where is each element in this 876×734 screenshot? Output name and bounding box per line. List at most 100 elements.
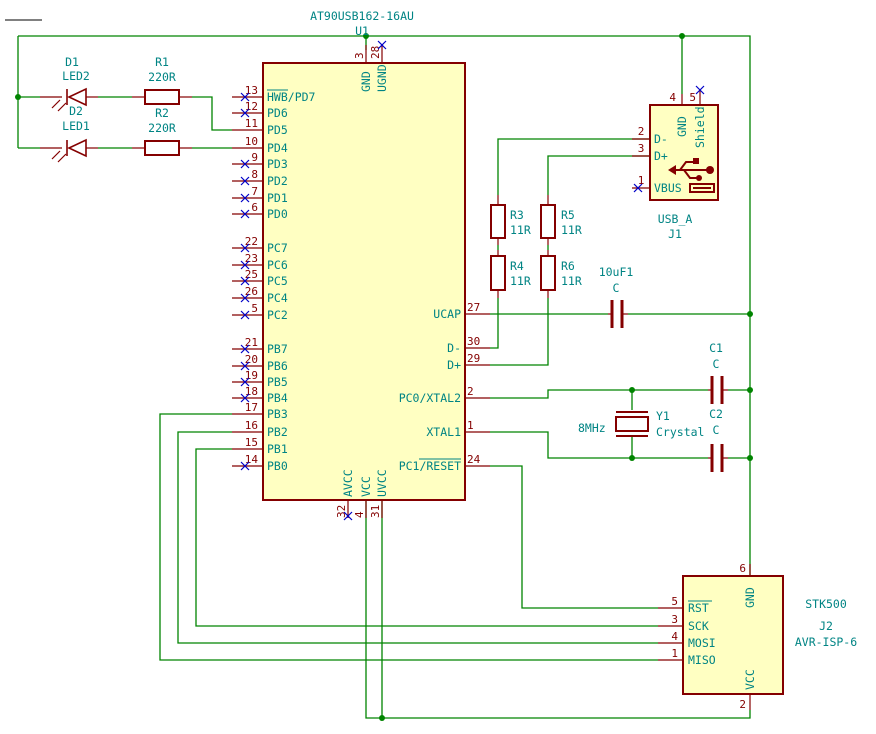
u1-pin-number: 4: [353, 511, 366, 518]
wire-r4-dminus: [490, 298, 499, 349]
u1-pin-name: PB6: [267, 359, 288, 373]
noconnect-icon: [240, 361, 250, 371]
wire-r1-pd5: [192, 96, 232, 131]
wire-usb-dminus: [497, 138, 658, 195]
r4-ref: R4: [510, 259, 524, 273]
capacitor-c2[interactable]: C2 C: [708, 407, 728, 472]
j1-pin-name: Shield: [693, 106, 707, 148]
j2-body: [682, 575, 784, 695]
u1-pin-number: 5: [251, 302, 258, 315]
j2-pin-number: 4: [671, 630, 678, 643]
c2-ref: C2: [709, 407, 723, 421]
d2-ref: D2: [69, 104, 83, 118]
noconnect-icon: [343, 511, 353, 521]
r2-value: 220R: [148, 121, 176, 135]
u1-pin-name: PB0: [267, 459, 288, 473]
wire-xtal1: [490, 431, 708, 459]
crystal-y1[interactable]: 8MHz Y1 Crystal: [578, 409, 704, 439]
capacitor-10uf1[interactable]: 10uF1 C: [599, 265, 634, 328]
u1-pin-name: UVCC: [375, 469, 389, 497]
j1-pin-num: 5: [689, 91, 696, 104]
r6-ref: R6: [561, 259, 575, 273]
j1-pin-name: D+: [654, 149, 668, 163]
u1-pin-name: PD3: [267, 157, 288, 171]
capacitor-c1[interactable]: C1 C: [708, 341, 728, 404]
j2-label: STK500: [805, 597, 847, 611]
d1-emission-icon: [51, 99, 61, 109]
d2-triangle: [67, 138, 87, 158]
wire-gnd-bus: [18, 35, 751, 580]
r1-ref: R1: [155, 55, 169, 69]
noconnect-icon: [240, 276, 250, 286]
j2-value: AVR-ISP-6: [795, 635, 857, 649]
u1-pin-name: PD5: [267, 123, 288, 137]
noconnect-icon: [240, 377, 250, 387]
u1-pin-name: VCC: [359, 476, 373, 497]
resistor-r5[interactable]: R5 11R: [540, 195, 582, 245]
u1-pin-number: 17: [245, 401, 258, 414]
noconnect-icon: [240, 159, 250, 169]
usb-connector-j1[interactable]: 4 5 GND Shield 2 3 1 D- D+ VBUS USB_A J1: [632, 85, 719, 241]
u1-pin-number: 31: [369, 505, 382, 518]
u1-pin-name: D+: [447, 358, 461, 372]
resistor-r4[interactable]: R4 11R: [490, 250, 531, 298]
j2-ref: J2: [819, 619, 833, 633]
j1-pin-num: 4: [669, 91, 676, 104]
j2-pin-name: GND: [743, 587, 757, 608]
u1-pin-number: 3: [353, 52, 366, 59]
resistor-r3[interactable]: R3 11R: [490, 195, 531, 245]
j2-pin-number: 1: [671, 647, 678, 660]
u1-pin-name: PB5: [267, 375, 288, 389]
r3-ref: R3: [510, 208, 524, 222]
u1-pin-number: 15: [245, 436, 258, 449]
noconnect-icon: [240, 243, 250, 253]
u1-pin-name: PC7: [267, 241, 288, 255]
wire-xtal2: [490, 389, 708, 399]
noconnect-icon: [240, 310, 250, 320]
led-d1[interactable]: D1 LED2: [40, 55, 98, 112]
wire-usb-dplus: [547, 155, 658, 195]
noconnect-icon: [240, 92, 250, 102]
u1-pin-number: 24: [467, 453, 481, 466]
j2-pin-num: 6: [739, 562, 746, 575]
r2-ref: R2: [155, 106, 169, 120]
c2-value: C: [713, 423, 720, 437]
wire-r6-dplus: [490, 298, 549, 366]
u1-pin-name: UGND: [375, 64, 389, 92]
u1-pin-number: 29: [467, 352, 480, 365]
u1-pin-name: PB4: [267, 391, 288, 405]
u1-pin-number: 10: [245, 135, 258, 148]
y1-freq: 8MHz: [578, 421, 606, 435]
usb-logo-icon: [668, 158, 715, 193]
wire-sck: [195, 448, 658, 627]
d1-ref: D1: [65, 55, 79, 69]
u1-pin-name: PD2: [267, 174, 288, 188]
noconnect-icon: [240, 293, 250, 303]
u1-pin-name: PB2: [267, 425, 288, 439]
led-d2[interactable]: D2 LED1: [40, 104, 98, 163]
j1-value: USB_A: [658, 212, 693, 226]
r1-value: 220R: [148, 70, 176, 84]
noconnect-icon: [695, 85, 705, 95]
j1-pin-name: GND: [675, 116, 689, 137]
y1-ref: Y1: [656, 409, 670, 423]
resistor-r1[interactable]: R1 220R: [132, 55, 192, 105]
r6-value: 11R: [561, 274, 582, 288]
10uf1-ref: 10uF1: [599, 265, 634, 279]
resistor-r6[interactable]: R6 11R: [540, 250, 582, 298]
u1-pin-number: 9: [251, 151, 258, 164]
j2-pin-name: RST: [688, 601, 709, 615]
u1-pin-name: PB3: [267, 407, 288, 421]
u1-pin-name: AVCC: [341, 469, 355, 497]
wire-vcc-bus: [365, 500, 751, 719]
j2-pin-name: SCK: [688, 619, 709, 633]
j2-pin-number: 5: [671, 595, 678, 608]
resistor-r2[interactable]: R2 220R: [132, 106, 192, 156]
u1-pin-number: 6: [251, 201, 258, 214]
noconnect-icon: [240, 344, 250, 354]
noconnect-icon: [240, 209, 250, 219]
